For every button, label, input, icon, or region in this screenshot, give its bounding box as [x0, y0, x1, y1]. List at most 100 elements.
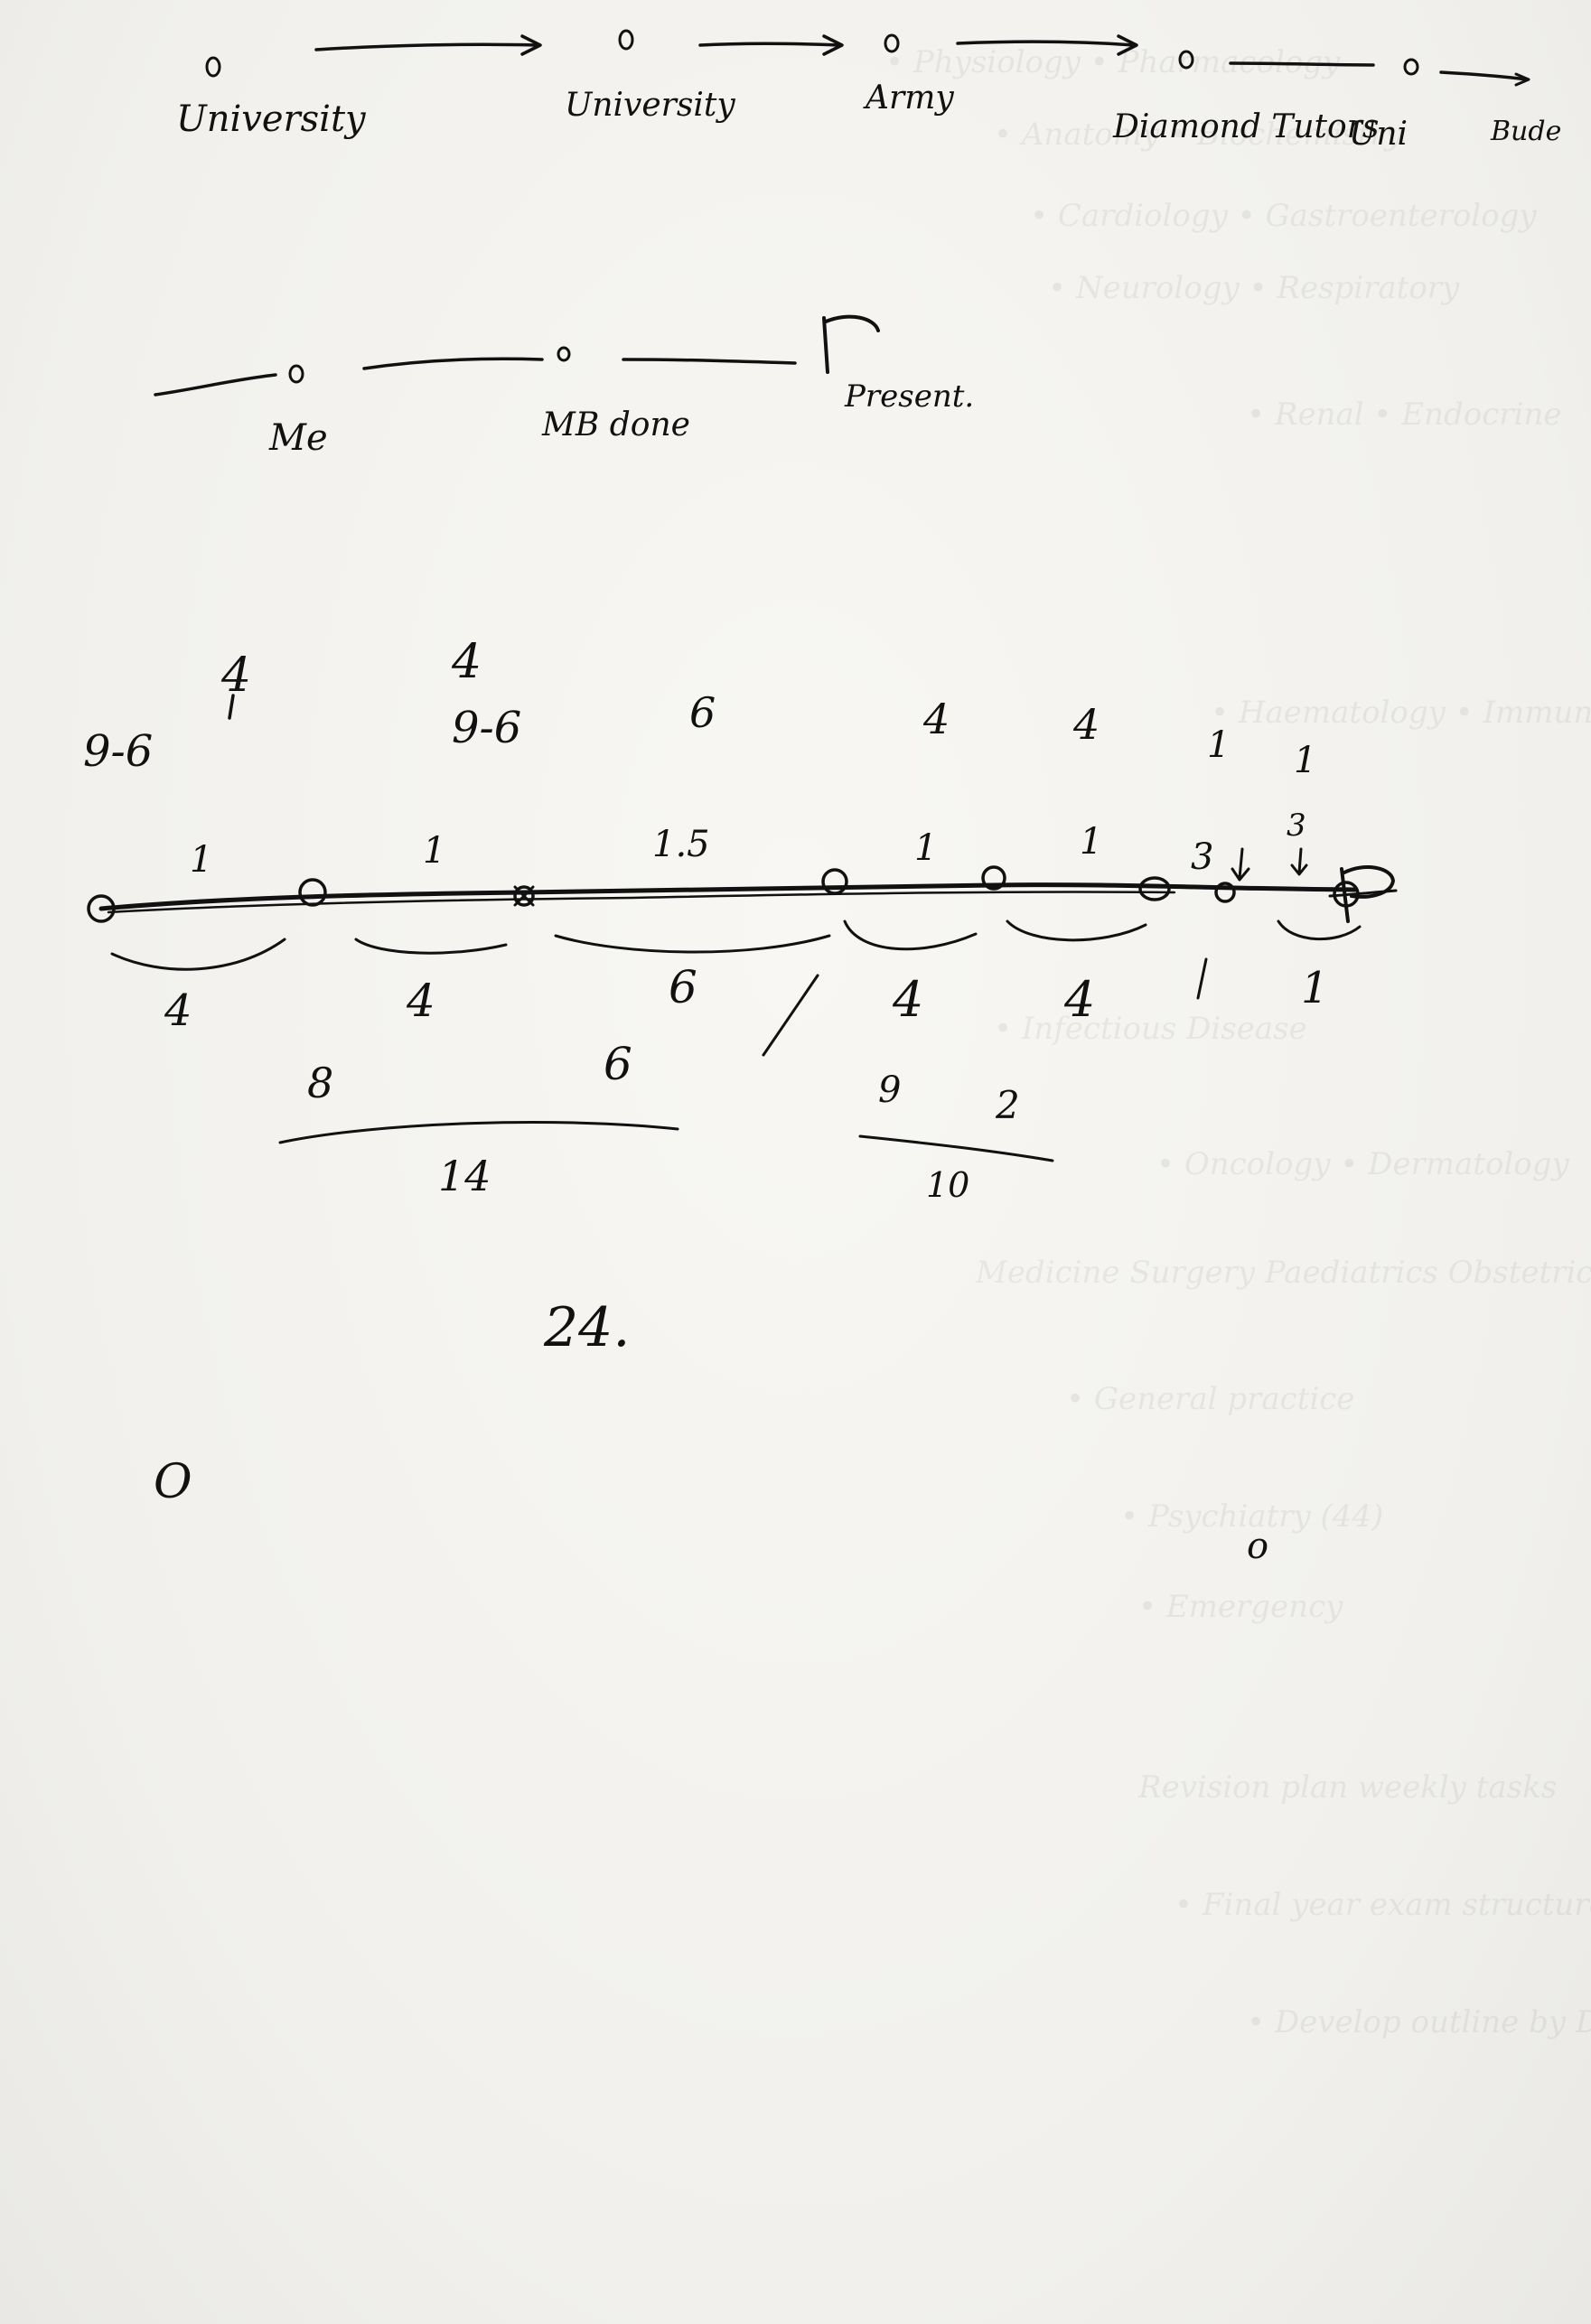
line	[362, 357, 544, 370]
group-total: 14	[438, 1152, 491, 1200]
stray-mark: O	[154, 1455, 192, 1509]
bracket-label: 4	[406, 975, 435, 1027]
bracket-label: 6	[669, 961, 697, 1013]
sub-label: 9	[878, 1069, 901, 1111]
bracket-label: 1	[1301, 963, 1329, 1013]
bracket	[554, 934, 831, 954]
slash-mark	[762, 974, 819, 1057]
cross-mark-icon	[513, 885, 535, 907]
node-circle-icon	[1178, 50, 1194, 70]
arrow-head-icon	[1514, 72, 1530, 87]
node-label-uni: Uni	[1349, 116, 1408, 153]
node-label-present: Present.	[844, 378, 974, 415]
bleed-through-text: • Physiology • Pharmacology • Anatomy • …	[885, 44, 1591, 2040]
svg-text:Medicine Surgery Paediatrics: Medicine Surgery Paediatrics Obstetrics	[975, 1255, 1591, 1291]
arrow-head-icon	[1117, 34, 1138, 56]
sub-label: 2	[995, 1083, 1020, 1127]
svg-text:• Neurology • Respiratory: • Neurology • Respiratory	[1048, 270, 1460, 306]
grand-total: 24.	[543, 1296, 630, 1359]
node-circle-icon	[288, 364, 304, 384]
node-label-army: Army	[863, 79, 954, 117]
node-circle-icon	[981, 865, 1006, 891]
sub-label: 6	[604, 1038, 632, 1090]
node-circle-icon	[513, 885, 535, 907]
segment-label: 3	[1287, 807, 1306, 844]
down-arrow-icon	[1231, 847, 1250, 882]
segment-label: 3	[1191, 836, 1213, 878]
bracket-label: 4	[164, 985, 192, 1036]
node-circle-icon	[1403, 58, 1419, 76]
main-line	[98, 882, 1358, 911]
interval-label: 1	[1207, 724, 1230, 766]
arrow-line	[698, 42, 842, 47]
node-circle-icon	[618, 29, 634, 51]
node-label-diamond-tutors: Diamond Tutors	[1112, 108, 1379, 145]
bracket	[1277, 919, 1362, 941]
bracket	[110, 938, 286, 971]
segment-label: 1	[1080, 821, 1102, 863]
total-line	[278, 1121, 679, 1144]
interval-label: 9-6	[83, 726, 153, 777]
stray-mark: o	[1247, 1526, 1268, 1567]
interval-label: 9-6	[452, 703, 521, 753]
svg-text:Revision plan weekly tasks: Revision plan weekly tasks	[1137, 1769, 1557, 1806]
timeline-2: Me MB done Present.	[154, 314, 974, 459]
svg-text:• Renal • Endocrine: • Renal • Endocrine	[1247, 397, 1561, 433]
stroke-mark	[1196, 957, 1208, 1000]
segment-label: 1.5	[652, 824, 710, 865]
bracket	[1006, 919, 1147, 942]
interval-label: 4	[922, 695, 950, 743]
interval-label: 4	[1072, 700, 1100, 749]
node-circle-icon	[1138, 876, 1171, 901]
present-marker-icon	[1340, 865, 1395, 923]
main-line-stroke	[107, 891, 1176, 914]
arrow-head-icon	[520, 34, 542, 56]
node-circle-icon	[1214, 882, 1236, 903]
svg-text:• Emergency: • Emergency	[1138, 1589, 1343, 1625]
down-arrow-icon	[1290, 847, 1308, 876]
end-tail	[1328, 889, 1398, 898]
sub-label: 8	[307, 1059, 333, 1107]
segment-label: 1	[190, 839, 212, 881]
node-label-mb-done: MB done	[541, 406, 690, 443]
stray-marks: O o	[154, 1455, 1268, 1567]
arrow-line	[314, 42, 539, 51]
segment-label: 1	[423, 830, 445, 872]
line	[1229, 61, 1375, 67]
node-circle-icon	[884, 33, 900, 53]
main-timeline: 4 4 9-6 9-6 6 4 4 1 1 1 1 1.5 1 1 3 3	[83, 635, 1398, 1359]
node-circle-icon	[205, 56, 221, 78]
node-label-me: Me	[268, 417, 328, 459]
svg-text:• Oncology • Dermatology: • Oncology • Dermatology	[1156, 1146, 1570, 1182]
interval-label: 6	[689, 688, 716, 737]
line	[154, 373, 277, 397]
svg-text:• General practice: • General practice	[1066, 1381, 1354, 1417]
arrow-head-icon	[822, 34, 844, 56]
node-circle-icon	[821, 868, 848, 895]
svg-text:• Final year exam structure: • Final year exam structure	[1175, 1887, 1591, 1923]
present-marker-icon	[822, 314, 880, 374]
line	[622, 358, 797, 365]
timeline-1: University University Army Diamond Tutor…	[176, 29, 1561, 153]
svg-text:• Anatomy • Biochemistry: • Anatomy • Biochemistry	[994, 117, 1403, 153]
arrow-line	[956, 40, 1136, 47]
tick-mark	[228, 694, 235, 720]
bracket-label: 4	[1063, 971, 1095, 1028]
top-number: 4	[220, 649, 251, 703]
bracket-label: 4	[892, 971, 923, 1028]
group-total: 10	[926, 1165, 969, 1205]
interval-label: 1	[1294, 740, 1316, 781]
top-number: 4	[451, 635, 482, 689]
node-circle-icon	[298, 878, 327, 907]
svg-text:• Haematology • Immunology: • Haematology • Immunology	[1211, 695, 1591, 731]
arrow-line	[1439, 70, 1529, 81]
svg-text:• Cardiology • Gastroenterol: • Cardiology • Gastroenterology	[1030, 198, 1537, 234]
node-circle-icon	[87, 894, 116, 923]
node-circle-icon	[557, 346, 571, 362]
bracket	[354, 938, 508, 955]
svg-text:• Infectious Disease: • Infectious Disease	[994, 1011, 1307, 1047]
svg-text:• Develop outline by Decemb: • Develop outline by December	[1247, 2004, 1591, 2040]
segment-label: 1	[914, 827, 937, 869]
